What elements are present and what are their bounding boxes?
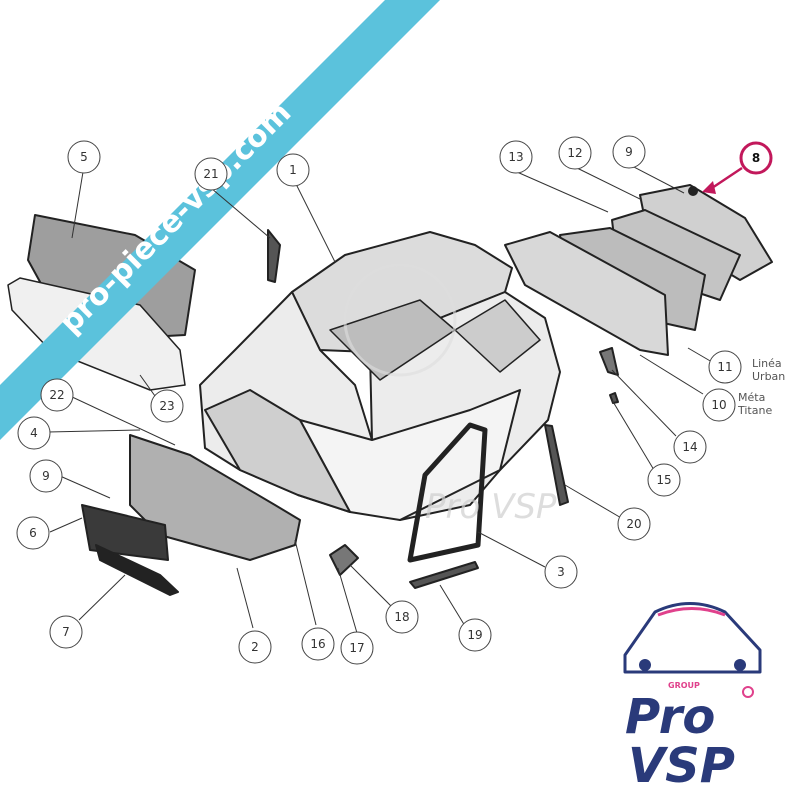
item10-line1: Méta [738, 391, 765, 404]
callout-circle [544, 555, 578, 589]
callout-c21: 21 [194, 157, 228, 191]
callout-c3: 3 [544, 555, 578, 589]
highlight-leader [711, 166, 743, 190]
callout-number: 4 [30, 426, 38, 440]
leader-lines [47, 164, 743, 634]
callout-number: 7 [62, 625, 70, 639]
logo-car-outline-icon [623, 602, 762, 674]
logo-word-pro: Pro [625, 689, 715, 745]
callout-number: 19 [467, 628, 482, 642]
callout-number: 6 [29, 526, 37, 540]
callout-circle [499, 140, 533, 174]
logo-group-text: GROUP [668, 681, 700, 690]
callout-number: 16 [310, 637, 325, 651]
callout-number: 18 [394, 610, 409, 624]
callout-circle [49, 615, 83, 649]
item11-line2: Urban [752, 370, 785, 383]
callout-c8: 8 [739, 141, 773, 175]
callout-circle [385, 600, 419, 634]
highlight-arrowhead [702, 181, 716, 194]
callout-number: 14 [682, 440, 697, 454]
callout-circle [238, 630, 272, 664]
banner-stripe [0, 0, 440, 440]
callout-number: 20 [626, 517, 641, 531]
callout-c5: 5 [67, 140, 101, 174]
callout-c20: 20 [617, 507, 651, 541]
callout-circle [301, 627, 335, 661]
callout-c13: 13 [499, 140, 533, 174]
callout-c15: 15 [647, 463, 681, 497]
callout-circle [702, 388, 736, 422]
callout-c17: 17 [340, 631, 374, 665]
callout-number: 10 [711, 398, 726, 412]
callout-c16: 16 [301, 627, 335, 661]
callout-c19: 19 [458, 618, 492, 652]
callout-circle [617, 507, 651, 541]
callout-number: 11 [717, 360, 732, 374]
callout-number: 1 [289, 163, 297, 177]
callout-circle [194, 157, 228, 191]
callout-c2: 2 [238, 630, 272, 664]
logo-word-vsp: VSP [628, 738, 735, 794]
callout-c12: 12 [558, 136, 592, 170]
callout-number: 9 [625, 145, 633, 159]
callout-number: 2 [251, 640, 259, 654]
version-labels: Linéa Urban Méta Titane [737, 357, 785, 417]
callout-circle [458, 618, 492, 652]
callout-c22: 22 [40, 378, 74, 412]
callout-c10: 10 [702, 388, 736, 422]
callout-number: 22 [49, 388, 64, 402]
center-watermark: Pro VSP [343, 263, 557, 527]
callout-number: 15 [656, 473, 671, 487]
callout-number: 23 [159, 399, 174, 413]
callout-circle [558, 136, 592, 170]
callout-c6: 6 [16, 516, 50, 550]
callout-circle [612, 135, 646, 169]
callout-c4: 4 [17, 416, 51, 450]
callout-circle [340, 631, 374, 665]
center-watermark-text: Pro VSP [425, 487, 557, 527]
item10-line2: Titane [737, 404, 772, 417]
provsp-logo: GROUP Pro VSP [623, 602, 762, 794]
callout-c1: 1 [276, 153, 310, 187]
callout-c14: 14 [673, 430, 707, 464]
callout-number: 8 [752, 151, 760, 165]
callout-circle [16, 516, 50, 550]
callout-number: 3 [557, 565, 565, 579]
callout-c7: 7 [49, 615, 83, 649]
callout-number: 13 [508, 150, 523, 164]
callout-circle [29, 459, 63, 493]
callout-c18: 18 [385, 600, 419, 634]
callout-circle [708, 350, 742, 384]
callout-number: 5 [80, 150, 88, 164]
callout-circle [673, 430, 707, 464]
callout-circle [67, 140, 101, 174]
callout-c11: 11 [708, 350, 742, 384]
callout-number: 12 [567, 146, 582, 160]
logo-dot-icon [742, 686, 754, 698]
callout-circle [17, 416, 51, 450]
callout-circle [40, 378, 74, 412]
callout-c23: 23 [150, 389, 184, 423]
callout-circle [150, 389, 184, 423]
callout-circle [647, 463, 681, 497]
rear-shelf-parts [504, 184, 773, 356]
callout-c9a: 9 [612, 135, 646, 169]
callout-c9b: 9 [29, 459, 63, 493]
callout-number: 21 [203, 167, 218, 181]
callout-circle [739, 141, 773, 175]
callout-circle [276, 153, 310, 187]
callout-number: 9 [42, 469, 50, 483]
item11-line1: Linéa [752, 357, 782, 370]
callout-number: 17 [349, 641, 364, 655]
